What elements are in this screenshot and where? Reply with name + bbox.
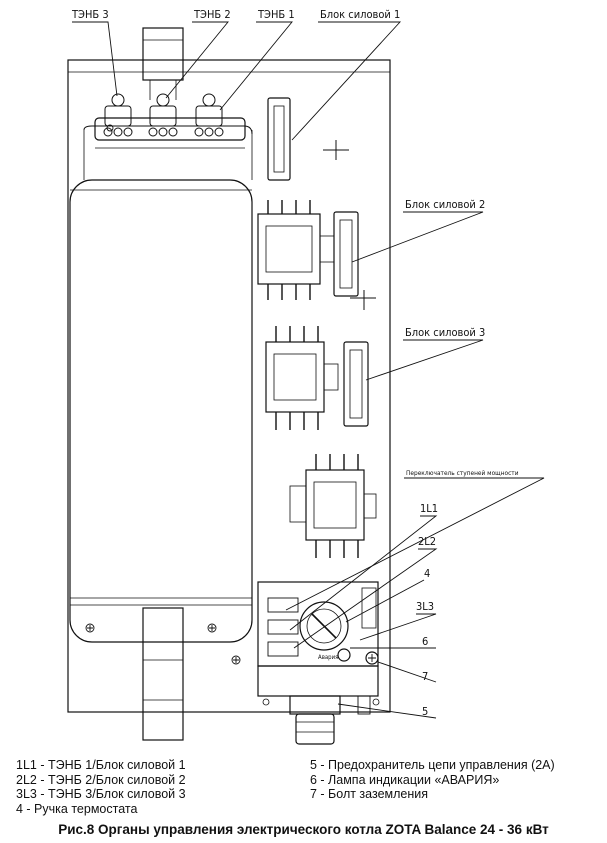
power-block-2 (333, 211, 376, 310)
legend-item-2l2: 2L2 - ТЭНБ 2/Блок силовой 2 (16, 772, 186, 787)
power-block-1 (267, 97, 349, 181)
bottom-pipe (142, 607, 184, 741)
figure-caption: Рис.8 Органы управления электрического к… (58, 822, 549, 837)
legend-item-7: 7 - Болт заземления (310, 787, 429, 801)
fuse-and-gland (262, 695, 380, 745)
legend-right: 5 - Предохранитель цепи управления (2А) … (310, 758, 555, 802)
legend-item-5: 5 - Предохранитель цепи управления (2А) (310, 758, 555, 772)
label-alarm-lamp: Авария (318, 654, 338, 661)
label-7: 7 (422, 670, 428, 683)
label-power-block-1: Блок силовой 1 (320, 8, 400, 21)
label-5: 5 (422, 705, 428, 718)
contactor-1 (257, 200, 335, 300)
label-4: 4 (424, 567, 430, 580)
legend-item-1l1: 1L1 - ТЭНБ 1/Блок силовой 1 (16, 758, 186, 772)
label-2l2: 2L2 (418, 535, 436, 548)
alarm-lamp (337, 648, 351, 662)
label-1l1: 1L1 (420, 502, 438, 515)
legend-item-3l3: 3L3 - ТЭНБ 3/Блок силовой 3 (16, 787, 186, 801)
label-power-block-2: Блок силовой 2 (405, 198, 485, 211)
contactor-3 (289, 454, 377, 558)
power-block-3 (343, 341, 369, 427)
boiler-drawing: ТЭНБ 3 ТЭНБ 2 ТЭНБ 1 Блок силовой 1 Блок… (67, 8, 545, 745)
heating-element-terminals (94, 93, 246, 149)
legend-item-4: 4 - Ручка термостата (16, 801, 138, 816)
top-pipe (142, 27, 184, 81)
thermostat-knob (299, 601, 349, 651)
label-6: 6 (422, 635, 428, 648)
label-power-step-switch: Переключатель ступеней мощности (406, 469, 519, 477)
label-3l3: 3L3 (416, 600, 434, 613)
callout-leaders (72, 21, 545, 719)
mounting-screws (85, 124, 241, 665)
legend-item-6: 6 - Лампа индикации «АВАРИЯ» (310, 772, 500, 787)
boiler-housing (67, 59, 391, 713)
ground-bolt (365, 651, 379, 665)
control-panel (257, 581, 379, 697)
heat-exchanger-tank (69, 179, 253, 643)
label-power-block-3: Блок силовой 3 (405, 326, 485, 339)
contactor-2 (265, 326, 339, 430)
label-tenb3: ТЭНБ 3 (71, 8, 109, 21)
label-tenb2: ТЭНБ 2 (193, 8, 231, 21)
label-tenb1: ТЭНБ 1 (257, 8, 295, 21)
legend-left: 1L1 - ТЭНБ 1/Блок силовой 1 2L2 - ТЭНБ 2… (16, 758, 186, 816)
